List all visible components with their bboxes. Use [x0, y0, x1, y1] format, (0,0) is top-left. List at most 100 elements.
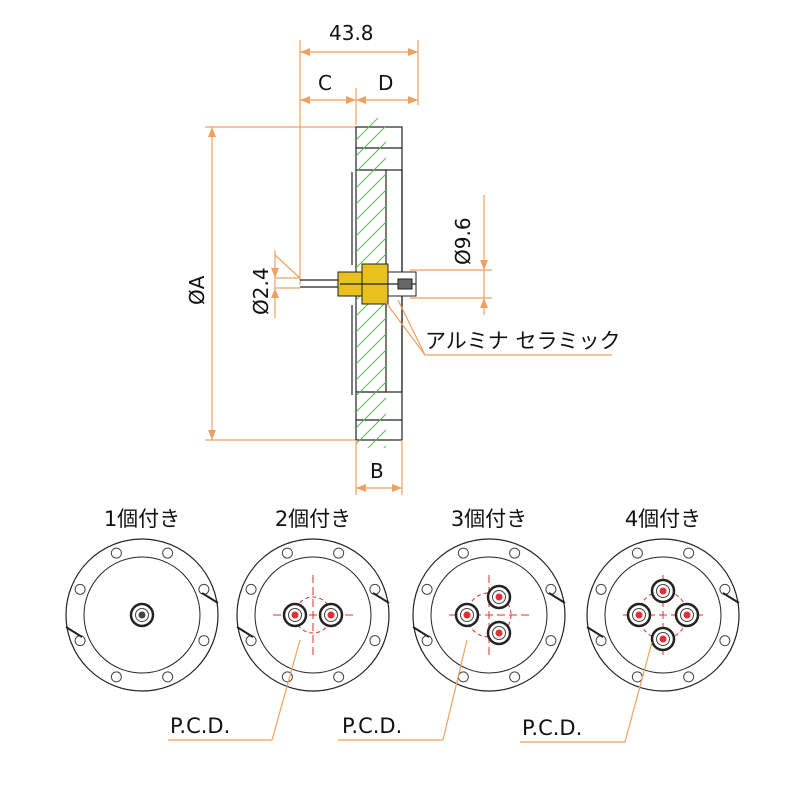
flange-3-pin	[412, 538, 566, 692]
flange-notch	[372, 592, 390, 604]
front-views: 1個付き 2個付き 3個付き 4個付き P.C.D. P.C.D. P.C.D.	[65, 507, 740, 743]
bolt-hole	[369, 583, 381, 595]
pin-conductor	[635, 611, 643, 619]
bolt-hole	[509, 671, 521, 683]
bolt-hole	[245, 635, 257, 647]
variant-3-title: 3個付き	[451, 507, 527, 531]
feedthrough-assembly	[300, 263, 417, 305]
d-label: D	[378, 71, 393, 95]
flange-inner-circle	[604, 556, 722, 674]
bolt-hole	[421, 635, 433, 647]
hatch-line	[356, 365, 386, 397]
flange-notch	[412, 626, 430, 638]
hatch-line	[356, 221, 386, 253]
pin-conductor	[495, 629, 503, 637]
cd-dimension: C D	[300, 71, 418, 125]
dia-pin-dimension: Ø2.4	[249, 250, 301, 318]
bolt-hole	[719, 583, 731, 595]
bolt-hole	[631, 547, 643, 559]
bolt-hole	[369, 635, 381, 647]
side-view: 43.8 C D ØA	[185, 21, 620, 495]
hatch-line	[356, 125, 386, 157]
flange-1-pin	[65, 538, 219, 692]
hatch-line	[356, 237, 386, 269]
variant-4-title: 4個付き	[625, 507, 701, 531]
bolt-hole	[74, 635, 86, 647]
hatch-line	[356, 301, 386, 333]
bolt-hole	[110, 547, 122, 559]
flange-notch	[586, 626, 604, 638]
b-label: B	[370, 459, 384, 483]
dia-body-label: Ø9.6	[451, 217, 475, 265]
dia-body-dimension: Ø9.6	[410, 195, 492, 315]
pin-conductor	[683, 611, 691, 619]
overall-width-dimension: 43.8	[299, 21, 419, 285]
hatch-line	[356, 173, 386, 205]
pin-conductor	[291, 611, 299, 619]
pcd-circle	[466, 592, 512, 638]
bolt-hole	[162, 671, 174, 683]
flange-4-pin	[586, 538, 740, 692]
hatch-line	[356, 118, 379, 141]
flange-inner-circle	[83, 556, 201, 674]
pcd-callout-4: P.C.D.	[520, 641, 653, 743]
bolt-hole	[683, 671, 695, 683]
bolt-hole	[457, 671, 469, 683]
hatch-line	[356, 349, 386, 381]
hatch-line	[356, 205, 386, 237]
pcd-label-4: P.C.D.	[522, 716, 582, 740]
bolt-hole	[198, 583, 210, 595]
variant-2-title: 2個付き	[275, 507, 351, 531]
flange-notch	[722, 592, 740, 604]
flange-notch	[548, 592, 566, 604]
c-label: C	[318, 71, 332, 95]
material-callout: アルミナ セラミック	[383, 299, 620, 356]
pin-conductor	[659, 587, 667, 595]
bolt-hole	[509, 547, 521, 559]
bolt-hole	[333, 547, 345, 559]
bolt-hole	[333, 671, 345, 683]
pin-conductor	[463, 611, 471, 619]
dia-a-dimension: ØA	[185, 126, 356, 441]
hatch-line	[356, 141, 386, 173]
pcd-label-3: P.C.D.	[342, 714, 402, 738]
flange-2-pin	[236, 538, 390, 692]
bolt-hole	[110, 671, 122, 683]
hatch-line	[356, 333, 386, 365]
bolt-hole	[281, 547, 293, 559]
overall-width-label: 43.8	[329, 21, 374, 45]
hatch-line	[356, 381, 386, 413]
bolt-hole	[421, 583, 433, 595]
dia-a-label: ØA	[185, 275, 209, 305]
hatch-line	[356, 413, 386, 445]
variant-1-title: 1個付き	[104, 507, 180, 531]
flange-notch	[201, 592, 219, 604]
pin-conductor	[495, 593, 503, 601]
pin-conductor	[659, 635, 667, 643]
pin-conductor	[138, 611, 146, 619]
bolt-hole	[457, 547, 469, 559]
pcd-label-2: P.C.D.	[170, 714, 230, 738]
flange-inner-circle	[430, 556, 548, 674]
hatch-line	[356, 189, 386, 221]
bolt-hole	[595, 635, 607, 647]
bolt-hole	[198, 635, 210, 647]
bolt-hole	[719, 635, 731, 647]
bolt-hole	[545, 635, 557, 647]
bolt-hole	[245, 583, 257, 595]
hatch-line	[356, 157, 386, 189]
dia-pin-label: Ø2.4	[249, 267, 273, 315]
bolt-hole	[74, 583, 86, 595]
pcd-callout-3: P.C.D.	[338, 639, 468, 741]
bolt-hole	[683, 547, 695, 559]
bolt-hole	[545, 583, 557, 595]
pcd-callout-2: P.C.D.	[168, 639, 301, 741]
material-label: アルミナ セラミック	[425, 329, 620, 353]
flange-notch	[236, 626, 254, 638]
flange-notch	[65, 626, 83, 638]
bolt-hole	[595, 583, 607, 595]
hatch-line	[356, 317, 386, 349]
bolt-hole	[162, 547, 174, 559]
hatch-line	[356, 397, 386, 429]
